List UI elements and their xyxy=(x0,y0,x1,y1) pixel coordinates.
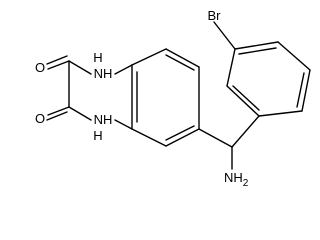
bromine-label: Br xyxy=(208,8,222,23)
bond-nh-top-to-c4a xyxy=(114,64,133,75)
phenyl-bond-2 xyxy=(301,69,311,112)
phenyl-bond-6-inner xyxy=(232,85,260,111)
ring-nh-bottom-label: NH xyxy=(94,112,113,127)
oxygen-label-bottom: O xyxy=(35,111,45,126)
ring-nh-bottom-h-label: H xyxy=(93,128,102,143)
phenyl-bond-2-inner xyxy=(296,72,305,108)
bond-nh-bottom-to-c8a xyxy=(114,119,133,130)
phenyl-bond-4 xyxy=(234,41,279,50)
structure-diagram: Br O O NH H NH H NH2 xyxy=(35,8,311,189)
ring-nh-top-h-label: H xyxy=(93,50,102,65)
bonds xyxy=(46,21,311,170)
amine-nh: NH xyxy=(224,170,243,185)
phenyl-bond-1 xyxy=(258,110,303,117)
phenyl-bond-4-inner xyxy=(238,47,277,55)
bond-c8-c8a xyxy=(131,128,167,147)
phenyl-bond-6 xyxy=(226,85,260,117)
bond-c7-c8 xyxy=(165,128,200,147)
bond-c4a-c5 xyxy=(131,48,167,66)
bond-c7-to-ch xyxy=(198,128,233,148)
amine-label: NH2 xyxy=(224,170,249,189)
carbonyl-top-bond-1 xyxy=(47,60,70,70)
bond-nh-top-to-c-top xyxy=(68,60,92,75)
bond-c5-c6-inner xyxy=(165,54,195,71)
ring-nh-top-label: NH xyxy=(94,66,113,81)
bond-phenyl-to-br xyxy=(213,21,236,50)
atom-labels: Br O O NH H NH H NH2 xyxy=(35,8,249,189)
amine-subscript: 2 xyxy=(243,178,249,189)
carbonyl-bottom-bond-1 xyxy=(47,106,70,116)
bond-ch-to-phenyl xyxy=(231,115,260,148)
bond-c-bottom-to-nh-bottom xyxy=(68,106,92,121)
phenyl-bond-5 xyxy=(226,48,236,87)
bond-c7-c8-inner xyxy=(165,125,195,141)
phenyl-bond-3 xyxy=(277,41,311,71)
oxygen-label-top: O xyxy=(35,60,45,75)
carbonyl-bottom-bond-2 xyxy=(46,111,68,121)
bond-c5-c6 xyxy=(165,48,200,68)
carbonyl-top-bond-2 xyxy=(46,55,68,65)
